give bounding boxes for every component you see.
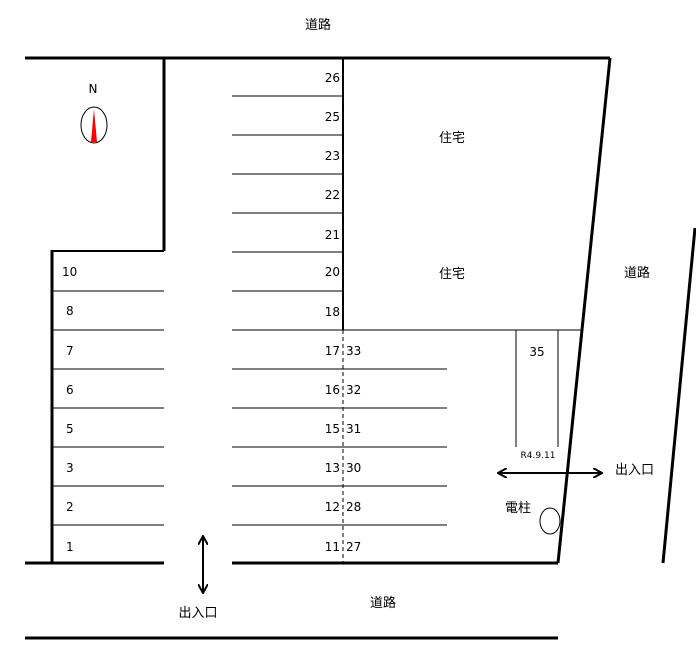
- slot-label: 10: [62, 265, 77, 279]
- house-label-lower: 住宅: [439, 267, 465, 282]
- road-edge-right: [661, 227, 696, 564]
- slot-label: 28: [346, 500, 361, 514]
- road-label-bottom: 道路: [370, 595, 396, 611]
- road-label-right: 道路: [624, 265, 650, 281]
- lot-boundary: [25, 56, 612, 565]
- slot-label-35: 35: [529, 345, 544, 359]
- slot-label: 12: [325, 500, 340, 514]
- slot-label: 33: [346, 344, 361, 358]
- slot-label: 22: [325, 188, 340, 202]
- slot-label: 27: [346, 540, 361, 554]
- center-lower-right-slots: 33 32 31 30 28 27: [346, 344, 361, 554]
- utility-pole-icon: [539, 507, 561, 535]
- slot-label: 3: [66, 461, 74, 475]
- road-label-top: 道路: [305, 17, 331, 33]
- entrance-label-bottom: 出入口: [178, 606, 217, 621]
- slot-label: 31: [346, 422, 361, 436]
- slot-label: 2: [66, 500, 74, 514]
- left-column-slots: 10 8 7 6 5 3 2 1: [62, 265, 77, 554]
- slot-label: 8: [66, 304, 74, 318]
- slot-label: 20: [325, 265, 340, 279]
- slot-label: 23: [325, 149, 340, 163]
- slot-label: 15: [325, 422, 340, 436]
- slot-label: 16: [325, 383, 340, 397]
- center-lower-left-slots: 17 16 15 13 12 11: [325, 344, 340, 554]
- date-note: R4.9.11: [521, 451, 556, 461]
- slot-label: 5: [66, 422, 74, 436]
- slot-label: 11: [325, 540, 340, 554]
- slot-label: 32: [346, 383, 361, 397]
- compass-needle: [91, 109, 97, 142]
- slot-label: 6: [66, 383, 74, 397]
- compass-icon: N: [80, 82, 108, 144]
- slot-label: 13: [325, 461, 340, 475]
- center-upper-slots: 26 25 23 22 21 20 18: [325, 71, 340, 319]
- slot-label: 25: [325, 110, 340, 124]
- slot-label: 30: [346, 461, 361, 475]
- slot-label: 26: [325, 71, 340, 85]
- slot-label: 7: [66, 344, 74, 358]
- entrance-label-right: 出入口: [615, 463, 654, 478]
- utility-pole-label: 電柱: [505, 501, 531, 516]
- slot-dividers: [52, 95, 583, 526]
- north-label: N: [89, 82, 98, 96]
- slot-label: 21: [325, 228, 340, 242]
- house-label-upper: 住宅: [439, 131, 465, 146]
- slot-label: 18: [325, 305, 340, 319]
- slot-label: 17: [325, 344, 340, 358]
- slot-label: 1: [66, 540, 74, 554]
